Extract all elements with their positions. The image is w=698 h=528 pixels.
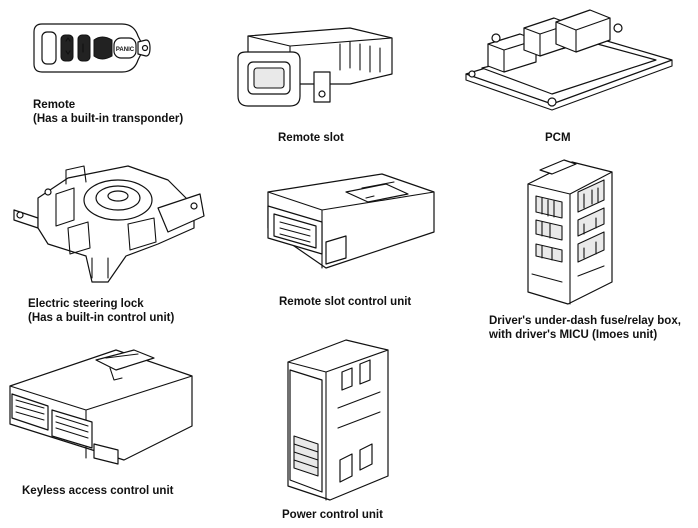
remote-slot-cu-label: Remote slot control unit [279, 296, 412, 308]
remote-part: PANIC [30, 18, 150, 78]
remote-slot-unit-icon [230, 22, 400, 112]
panic-button-label: PANIC [116, 47, 135, 53]
pcm-part [460, 6, 676, 112]
pcm-module-icon [460, 6, 676, 112]
flat-control-unit-icon [6, 346, 196, 472]
remote-slot-label: Remote slot [278, 132, 344, 144]
steering-lock-assembly-icon [8, 158, 208, 288]
fuse-relay-box-icon [512, 158, 622, 308]
remote-slot-cu-part [262, 170, 440, 274]
steering-lock-part [8, 158, 208, 288]
control-unit-box-icon [262, 170, 440, 274]
power-cu-part [282, 336, 392, 502]
remote-key-fob-icon: PANIC [30, 18, 150, 78]
remote-label: Remote (Has a built-in transponder) [33, 99, 184, 125]
keyless-cu-label: Keyless access control unit [22, 485, 174, 497]
fuse-box-part [512, 158, 622, 308]
upright-control-unit-icon [282, 336, 392, 502]
power-cu-label: Power control unit [282, 509, 383, 521]
steering-lock-label: Electric steering lock (Has a built-in c… [28, 298, 175, 324]
fuse-box-label: Driver's under-dash fuse/relay box, with… [489, 315, 681, 341]
remote-slot-part [230, 22, 400, 112]
keyless-cu-part [6, 346, 196, 472]
pcm-label: PCM [545, 132, 571, 144]
